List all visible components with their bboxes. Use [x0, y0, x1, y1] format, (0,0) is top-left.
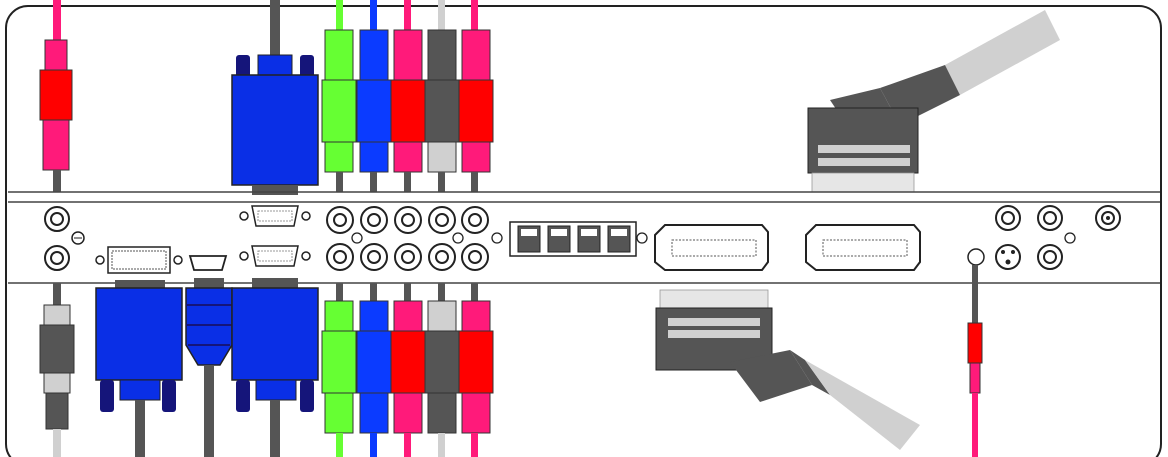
vga-port-icon — [239, 205, 311, 227]
mini-plug-red-bottom — [967, 265, 983, 457]
dvi-plug-bottom — [95, 280, 183, 457]
rca-plug-green-top — [321, 0, 357, 192]
rca-plug-blue-bottom — [356, 283, 392, 457]
ground-symbol-icon — [452, 232, 464, 244]
rca-plug-red-top-2 — [458, 0, 494, 192]
bottom-cables — [39, 265, 983, 457]
connector-panel — [8, 191, 1160, 284]
ground-symbol-icon — [1064, 232, 1076, 244]
rca-jack-icon — [461, 243, 489, 271]
rca-jack-icon — [394, 206, 422, 234]
hdmi-port-icon — [188, 255, 228, 271]
rca-jack-icon — [44, 245, 70, 271]
rca-jack-icon — [428, 206, 456, 234]
vga-plug-bottom — [231, 278, 319, 457]
top-cables — [39, 0, 1060, 195]
headphone-jack-icon — [967, 248, 985, 266]
scart-socket-icon — [654, 224, 769, 271]
rca-jack-icon — [44, 206, 70, 232]
rca-jack-icon — [461, 206, 489, 234]
rca-jack-icon — [326, 206, 354, 234]
component-jack-grid — [326, 206, 503, 271]
rj-port-icon — [509, 221, 648, 257]
rca-plug-green-bottom — [321, 283, 357, 457]
ground-symbol-icon — [351, 232, 363, 244]
audio-plug-gray-bottom — [39, 283, 75, 457]
rca-jack-icon — [428, 243, 456, 271]
rca-jack-icon — [360, 206, 388, 234]
rca-plug-red-bottom-2 — [458, 283, 494, 457]
rca-plug-gray-bottom — [424, 283, 460, 457]
rca-plug-gray-top — [424, 0, 460, 192]
scart-plug-top — [807, 10, 1060, 193]
scart-plug-bottom — [655, 289, 920, 450]
rca-jack-icon — [1037, 244, 1063, 270]
rca-jack-icon — [360, 243, 388, 271]
rca-plug-blue-top — [356, 0, 392, 192]
antenna-jack-icon — [1095, 205, 1121, 231]
rca-plug-red-top-left — [39, 0, 73, 192]
rca-jack-icon — [394, 243, 422, 271]
rca-plug-red-bottom-1 — [390, 283, 426, 457]
ground-symbol-icon — [71, 231, 85, 245]
ground-symbol-icon — [491, 232, 503, 244]
dvi-port-icon — [95, 246, 183, 274]
svideo-jack-icon — [995, 244, 1021, 270]
vga-plug-top — [231, 0, 319, 195]
scart-socket-icon — [805, 224, 921, 271]
vga-port-icon — [239, 245, 311, 267]
rca-plug-red-top-1 — [390, 0, 426, 192]
rca-jack-icon — [1037, 205, 1063, 231]
rca-jack-icon — [326, 243, 354, 271]
rca-jack-icon — [995, 205, 1021, 231]
